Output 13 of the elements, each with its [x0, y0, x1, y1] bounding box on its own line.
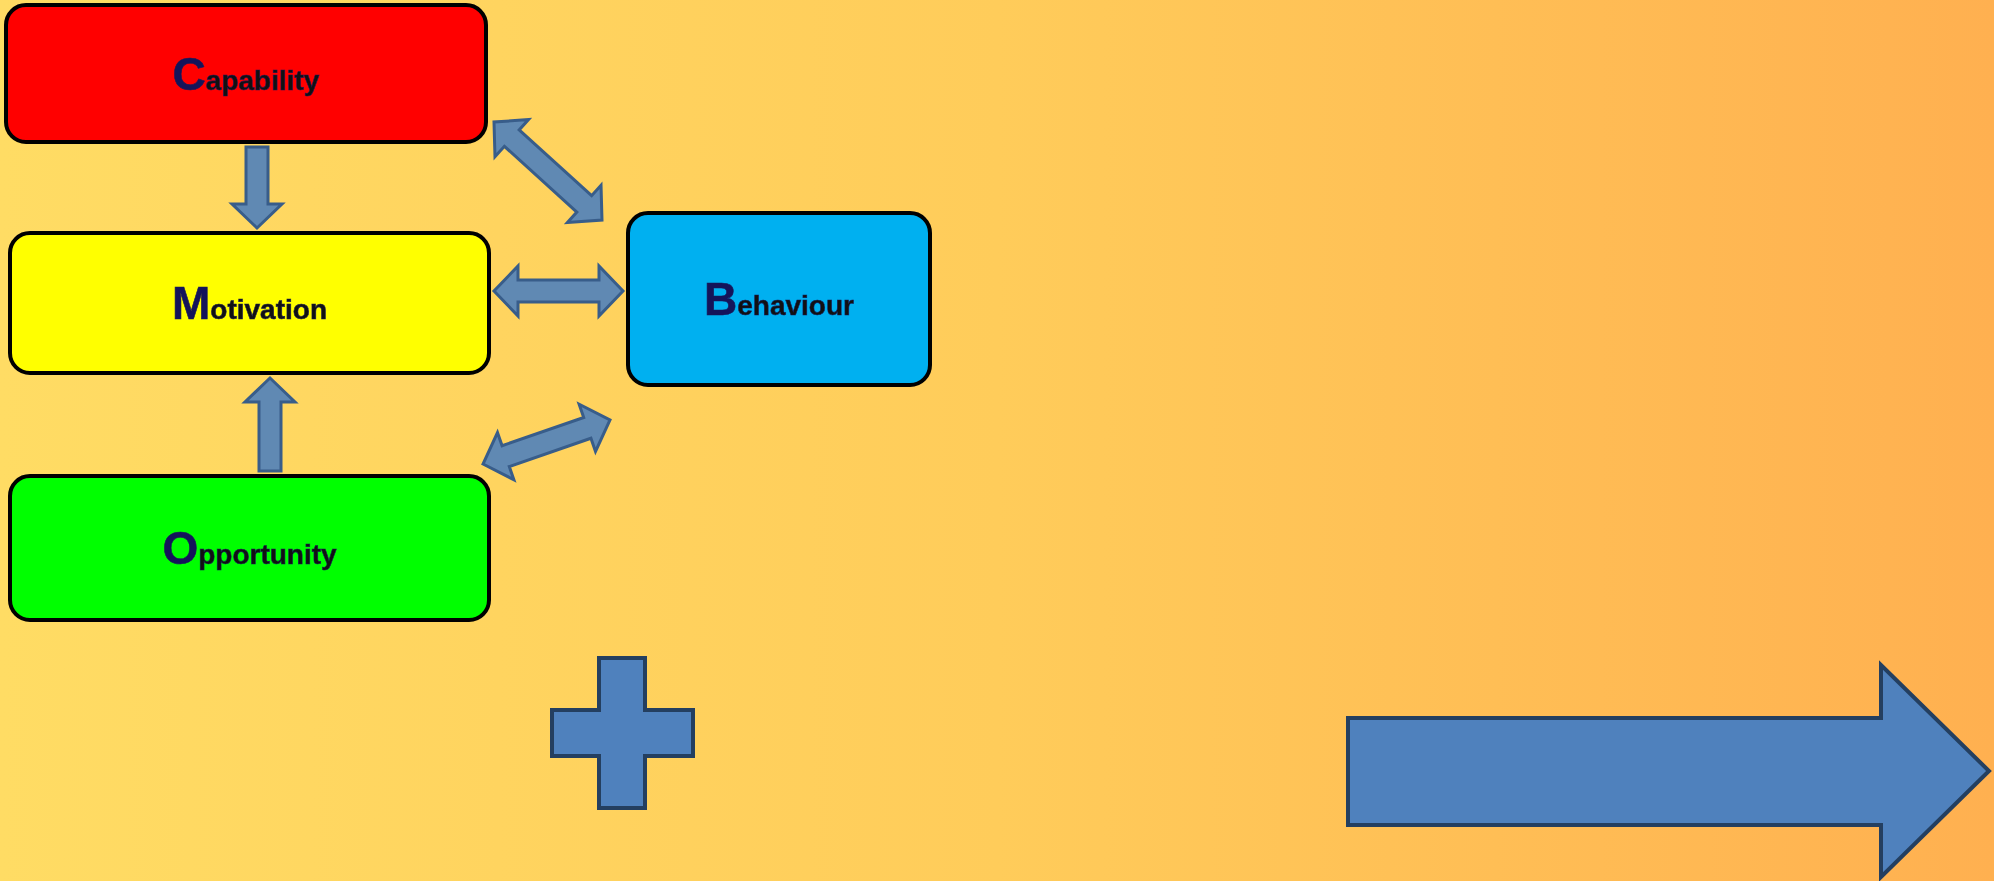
double-block-arrow	[491, 262, 626, 320]
rounded-box	[8, 231, 491, 375]
rounded-box	[4, 3, 488, 144]
block-arrow	[241, 375, 299, 473]
rounded-box	[626, 211, 932, 387]
box-label: Capability	[172, 46, 320, 101]
rounded-box	[8, 474, 491, 622]
double-block-arrow	[481, 401, 612, 483]
double-block-arrow	[492, 117, 604, 225]
block-arrow	[228, 145, 286, 231]
box-label: Behaviour	[704, 272, 854, 326]
box-label: Motivation	[172, 276, 327, 330]
box-label: Opportunity	[162, 521, 337, 575]
